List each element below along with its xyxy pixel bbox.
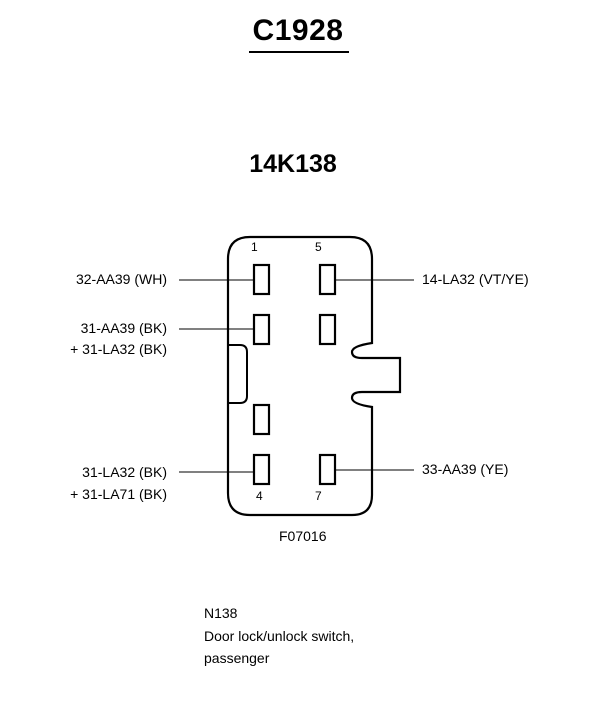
caption-code: N138 xyxy=(204,605,238,621)
pin-cavity-4 xyxy=(252,453,271,486)
connector-inner-wall xyxy=(228,344,248,404)
pin-number-5: 5 xyxy=(315,240,322,254)
pin-cavity-7 xyxy=(318,453,337,486)
caption-description-2: passenger xyxy=(204,650,270,666)
pin-number-1: 1 xyxy=(251,240,258,254)
pin-cavity-5 xyxy=(318,263,337,296)
wire-label-right-1: 14-LA32 (VT/YE) xyxy=(422,271,529,287)
wire-label-left-3b: + 31-LA71 (BK) xyxy=(70,486,167,502)
wire-label-right-2: 33-AA39 (YE) xyxy=(422,461,509,477)
part-number: 14K138 xyxy=(249,150,337,178)
pin-cavity-2 xyxy=(252,313,271,346)
wire-label-left-1: 32-AA39 (WH) xyxy=(75,271,167,287)
wire-label-left-3a: 31-LA32 (BK) xyxy=(82,464,167,480)
connector-title: C1928 xyxy=(252,14,344,47)
pin-cavity-3 xyxy=(252,403,271,436)
caption-description: Door lock/unlock switch, xyxy=(204,628,355,644)
pin-number-7: 7 xyxy=(315,489,322,503)
title-underline xyxy=(249,51,349,53)
pin-cavity-1 xyxy=(252,263,271,296)
wire-label-left-2b: + 31-LA32 (BK) xyxy=(70,341,167,357)
pin-cavity-6 xyxy=(318,313,337,346)
pin-number-4: 4 xyxy=(256,489,263,503)
figure-id: F07016 xyxy=(279,528,327,544)
connector-outline xyxy=(226,235,402,517)
wire-label-left-2a: 31-AA39 (BK) xyxy=(80,320,167,336)
